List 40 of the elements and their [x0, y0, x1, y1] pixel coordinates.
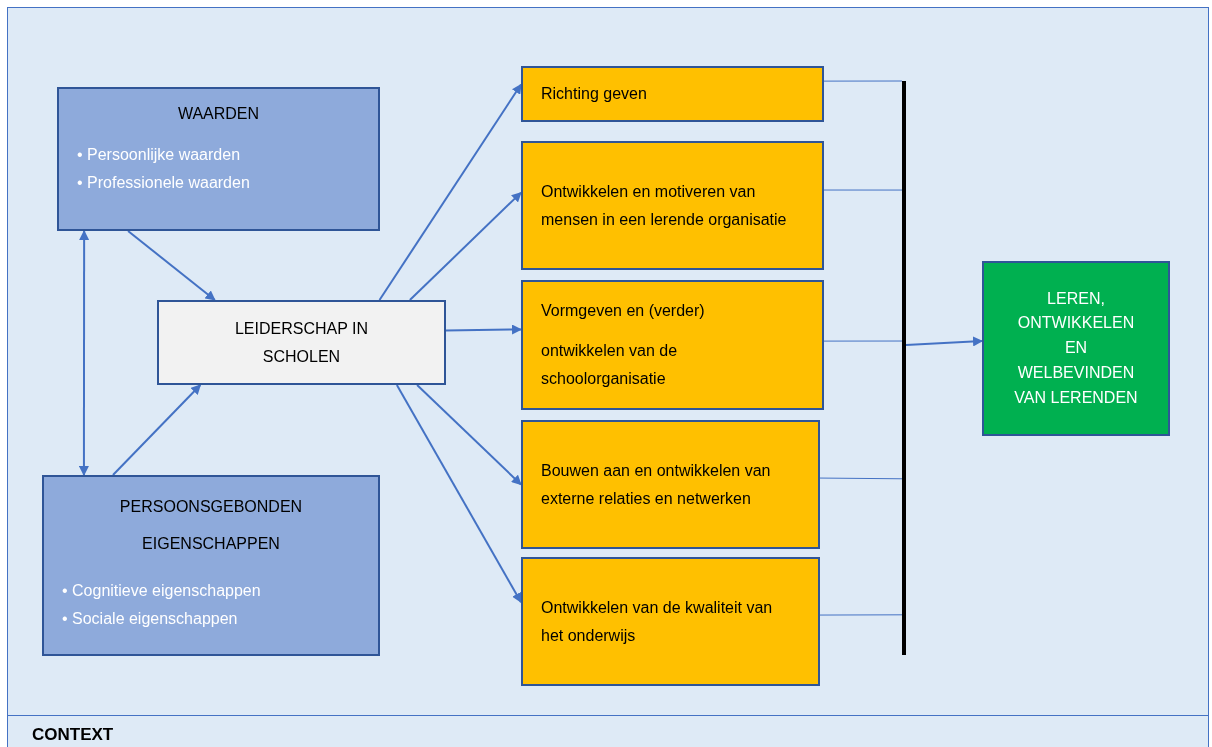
- category-box: [57, 87, 380, 231]
- arrow: [445, 324, 522, 335]
- task-box: [521, 420, 820, 549]
- task-box: [521, 66, 824, 122]
- bullet-item: • Professionele waarden: [77, 172, 251, 193]
- task-box: [521, 280, 824, 410]
- category-box: [42, 475, 380, 656]
- box-text: ontwikkelen van de schoolorganisatie: [541, 341, 679, 389]
- connector-line: [819, 477, 903, 480]
- connector-line: [823, 80, 903, 82]
- connector-line: [823, 189, 903, 191]
- box-text: LEIDERSCHAP IN SCHOLEN: [233, 318, 370, 367]
- connector-line: [819, 614, 903, 616]
- task-box: [521, 557, 820, 686]
- arrow: [416, 384, 522, 486]
- arrow: [905, 336, 983, 347]
- bullet-item: • Cognitieve eigenschappen: [62, 580, 262, 601]
- arrow: [395, 384, 522, 604]
- task-box: [521, 141, 824, 270]
- bullet-item: • Sociale eigenschappen: [62, 608, 239, 629]
- arrow: [408, 191, 522, 301]
- bullet-item: • Persoonlijke waarden: [77, 144, 242, 165]
- central-box: [157, 300, 446, 385]
- arrow: [127, 230, 216, 301]
- context-panel: [7, 7, 1209, 747]
- box-text: Ontwikkelen van de kwaliteit van het onderwijs: [541, 597, 774, 646]
- vertical-bar: [902, 81, 906, 655]
- box-text: Richting geven: [541, 84, 647, 104]
- arrow: [112, 384, 202, 476]
- connector-line: [823, 340, 903, 342]
- outcome-box: [982, 261, 1170, 436]
- arrow: [378, 83, 522, 301]
- context-label: CONTEXT: [32, 725, 114, 745]
- box-heading: WAARDEN: [177, 104, 260, 124]
- box-text: Vormgeven en (verder): [541, 301, 705, 321]
- box-text: Ontwikkelen en motiveren van mensen in een lerende organisatie: [541, 181, 788, 230]
- box-heading: PERSOONSGEBONDEN EIGENSCHAPPEN: [118, 497, 304, 554]
- box-text: LEREN, ONTWIKKELEN EN WELBEVINDEN VAN LERENDEN: [1013, 288, 1139, 408]
- arrow: [78, 230, 90, 476]
- box-text: Bouwen aan en ontwikkelen van externe relaties en netwerken: [541, 460, 772, 509]
